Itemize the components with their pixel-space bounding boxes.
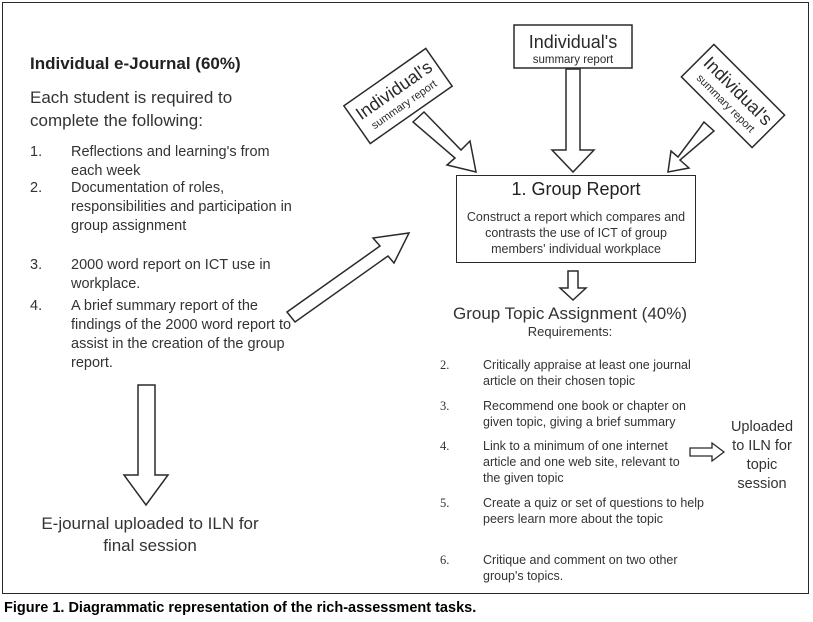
arrow-ejournal-down	[122, 384, 170, 507]
ejournal-upload-note: E-journal uploaded to ILN for final sess…	[41, 514, 259, 555]
group-topic-item-text: Link to a minimum of one internet articl…	[483, 439, 680, 485]
arrow-right-diagonal	[667, 120, 716, 173]
arrow-ejournal-to-group-report	[285, 232, 411, 324]
group-topic-item-text: Recommend one book or chapter on given t…	[483, 399, 686, 429]
individual-box-center-title: Individual's	[529, 32, 618, 52]
group-topic-title: Group Topic Assignment (40%)	[452, 304, 688, 323]
group-topic-item-number: 6.	[440, 553, 450, 567]
figure-frame	[2, 2, 809, 594]
ejournal-item-text: 2000 word report on ICT use in workplace…	[71, 257, 271, 292]
ejournal-item-text: Reflections and learning's from each wee…	[71, 144, 270, 179]
individual-box-center-subtitle: summary report	[533, 54, 614, 66]
group-report-box	[456, 175, 696, 263]
individual-box-center: Individual's summary report	[513, 24, 633, 69]
arrow-left-diagonal	[411, 110, 477, 174]
group-topic-item-number: 4.	[440, 439, 450, 453]
group-topic-upload-note: Uploaded to ILN for topic session	[730, 419, 794, 492]
group-report-title: 1. Group Report	[511, 179, 641, 199]
ejournal-item-number: 4.	[30, 298, 43, 314]
group-report-description: Construct a report which compares and co…	[466, 210, 686, 256]
ejournal-item-text: A brief summary report of the findings o…	[71, 298, 292, 371]
ejournal-item-text: Documentation of roles, responsibilities…	[71, 180, 292, 234]
group-topic-item-number: 2.	[440, 358, 450, 372]
ejournal-title: Individual e-Journal (60%)	[30, 54, 241, 73]
group-topic-requirements-label: Requirements:	[527, 324, 613, 339]
arrow-topic-to-upload	[689, 441, 726, 463]
figure-caption: Figure 1. Diagrammatic representation of…	[4, 600, 477, 616]
ejournal-intro: Each student is required to complete the…	[30, 88, 233, 130]
ejournal-item-number: 2.	[30, 180, 43, 196]
ejournal-item-number: 3.	[30, 257, 43, 273]
group-topic-item-number: 3.	[440, 399, 450, 413]
group-topic-item-text: Critically appraise at least one journal…	[483, 358, 691, 388]
arrow-report-to-topic	[558, 270, 588, 302]
arrow-center-down	[550, 68, 596, 174]
group-topic-item-text: Create a quiz or set of questions to hel…	[483, 496, 704, 526]
ejournal-item-number: 1.	[30, 144, 43, 160]
group-topic-item-number: 5.	[440, 496, 450, 510]
group-topic-item-text: Critique and comment on two other group'…	[483, 553, 678, 583]
